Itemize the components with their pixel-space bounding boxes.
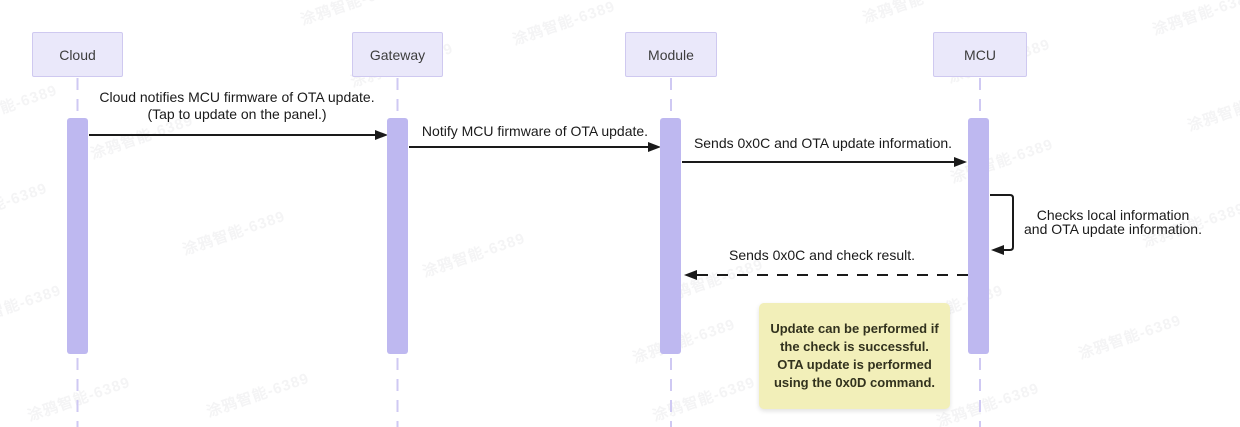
actor-box-module: Module <box>625 32 717 77</box>
actor-label-gateway: Gateway <box>369 46 426 63</box>
activation-bar-cloud <box>67 118 88 354</box>
message-line: Notify MCU firmware of OTA update. <box>421 123 649 139</box>
message-arrow-mcu-self-loop <box>990 194 1014 251</box>
actor-box-gateway: Gateway <box>352 32 443 77</box>
actor-label-cloud: Cloud <box>59 46 96 63</box>
message-label-gateway-module: Notify MCU firmware of OTA update. <box>422 123 648 140</box>
message-label-cloud-gateway: Cloud notifies MCU firmware of OTA updat… <box>99 89 374 123</box>
message-line: Checks local information <box>1036 207 1190 223</box>
message-line: Sends 0x0C and check result. <box>729 247 915 263</box>
actor-label-module: Module <box>648 46 694 63</box>
actor-box-mcu: MCU <box>933 32 1027 77</box>
activation-bar-gateway <box>387 118 408 354</box>
arrowhead-left-icon <box>684 270 697 280</box>
note-box: Update can be performed if the check is … <box>759 303 950 409</box>
arrowhead-right-icon <box>954 157 967 167</box>
arrowhead-right-icon <box>648 142 661 152</box>
actor-box-cloud: Cloud <box>32 32 123 77</box>
message-line: (Tap to update on the panel.) <box>147 106 327 122</box>
message-label-mcu-self: Checks local information and OTA update … <box>1024 208 1202 236</box>
message-line: Sends 0x0C and OTA update information. <box>693 135 953 151</box>
actor-label-mcu: MCU <box>964 46 996 63</box>
activation-bar-mcu <box>968 118 989 354</box>
activation-bar-module <box>660 118 681 354</box>
message-line: Cloud notifies MCU firmware of OTA updat… <box>99 89 375 105</box>
message-line: and OTA update information. <box>1024 221 1202 237</box>
message-label-module-mcu: Sends 0x0C and OTA update information. <box>694 135 952 152</box>
note-line: using the 0x0D command. <box>773 375 936 390</box>
arrowhead-left-icon <box>991 245 1004 255</box>
note-line: the check is successful. <box>780 339 929 354</box>
message-label-mcu-module: Sends 0x0C and check result. <box>729 247 915 264</box>
note-line: OTA update is performed <box>777 357 932 372</box>
arrowhead-right-icon <box>375 130 388 140</box>
note-line: Update can be performed if <box>770 321 939 336</box>
